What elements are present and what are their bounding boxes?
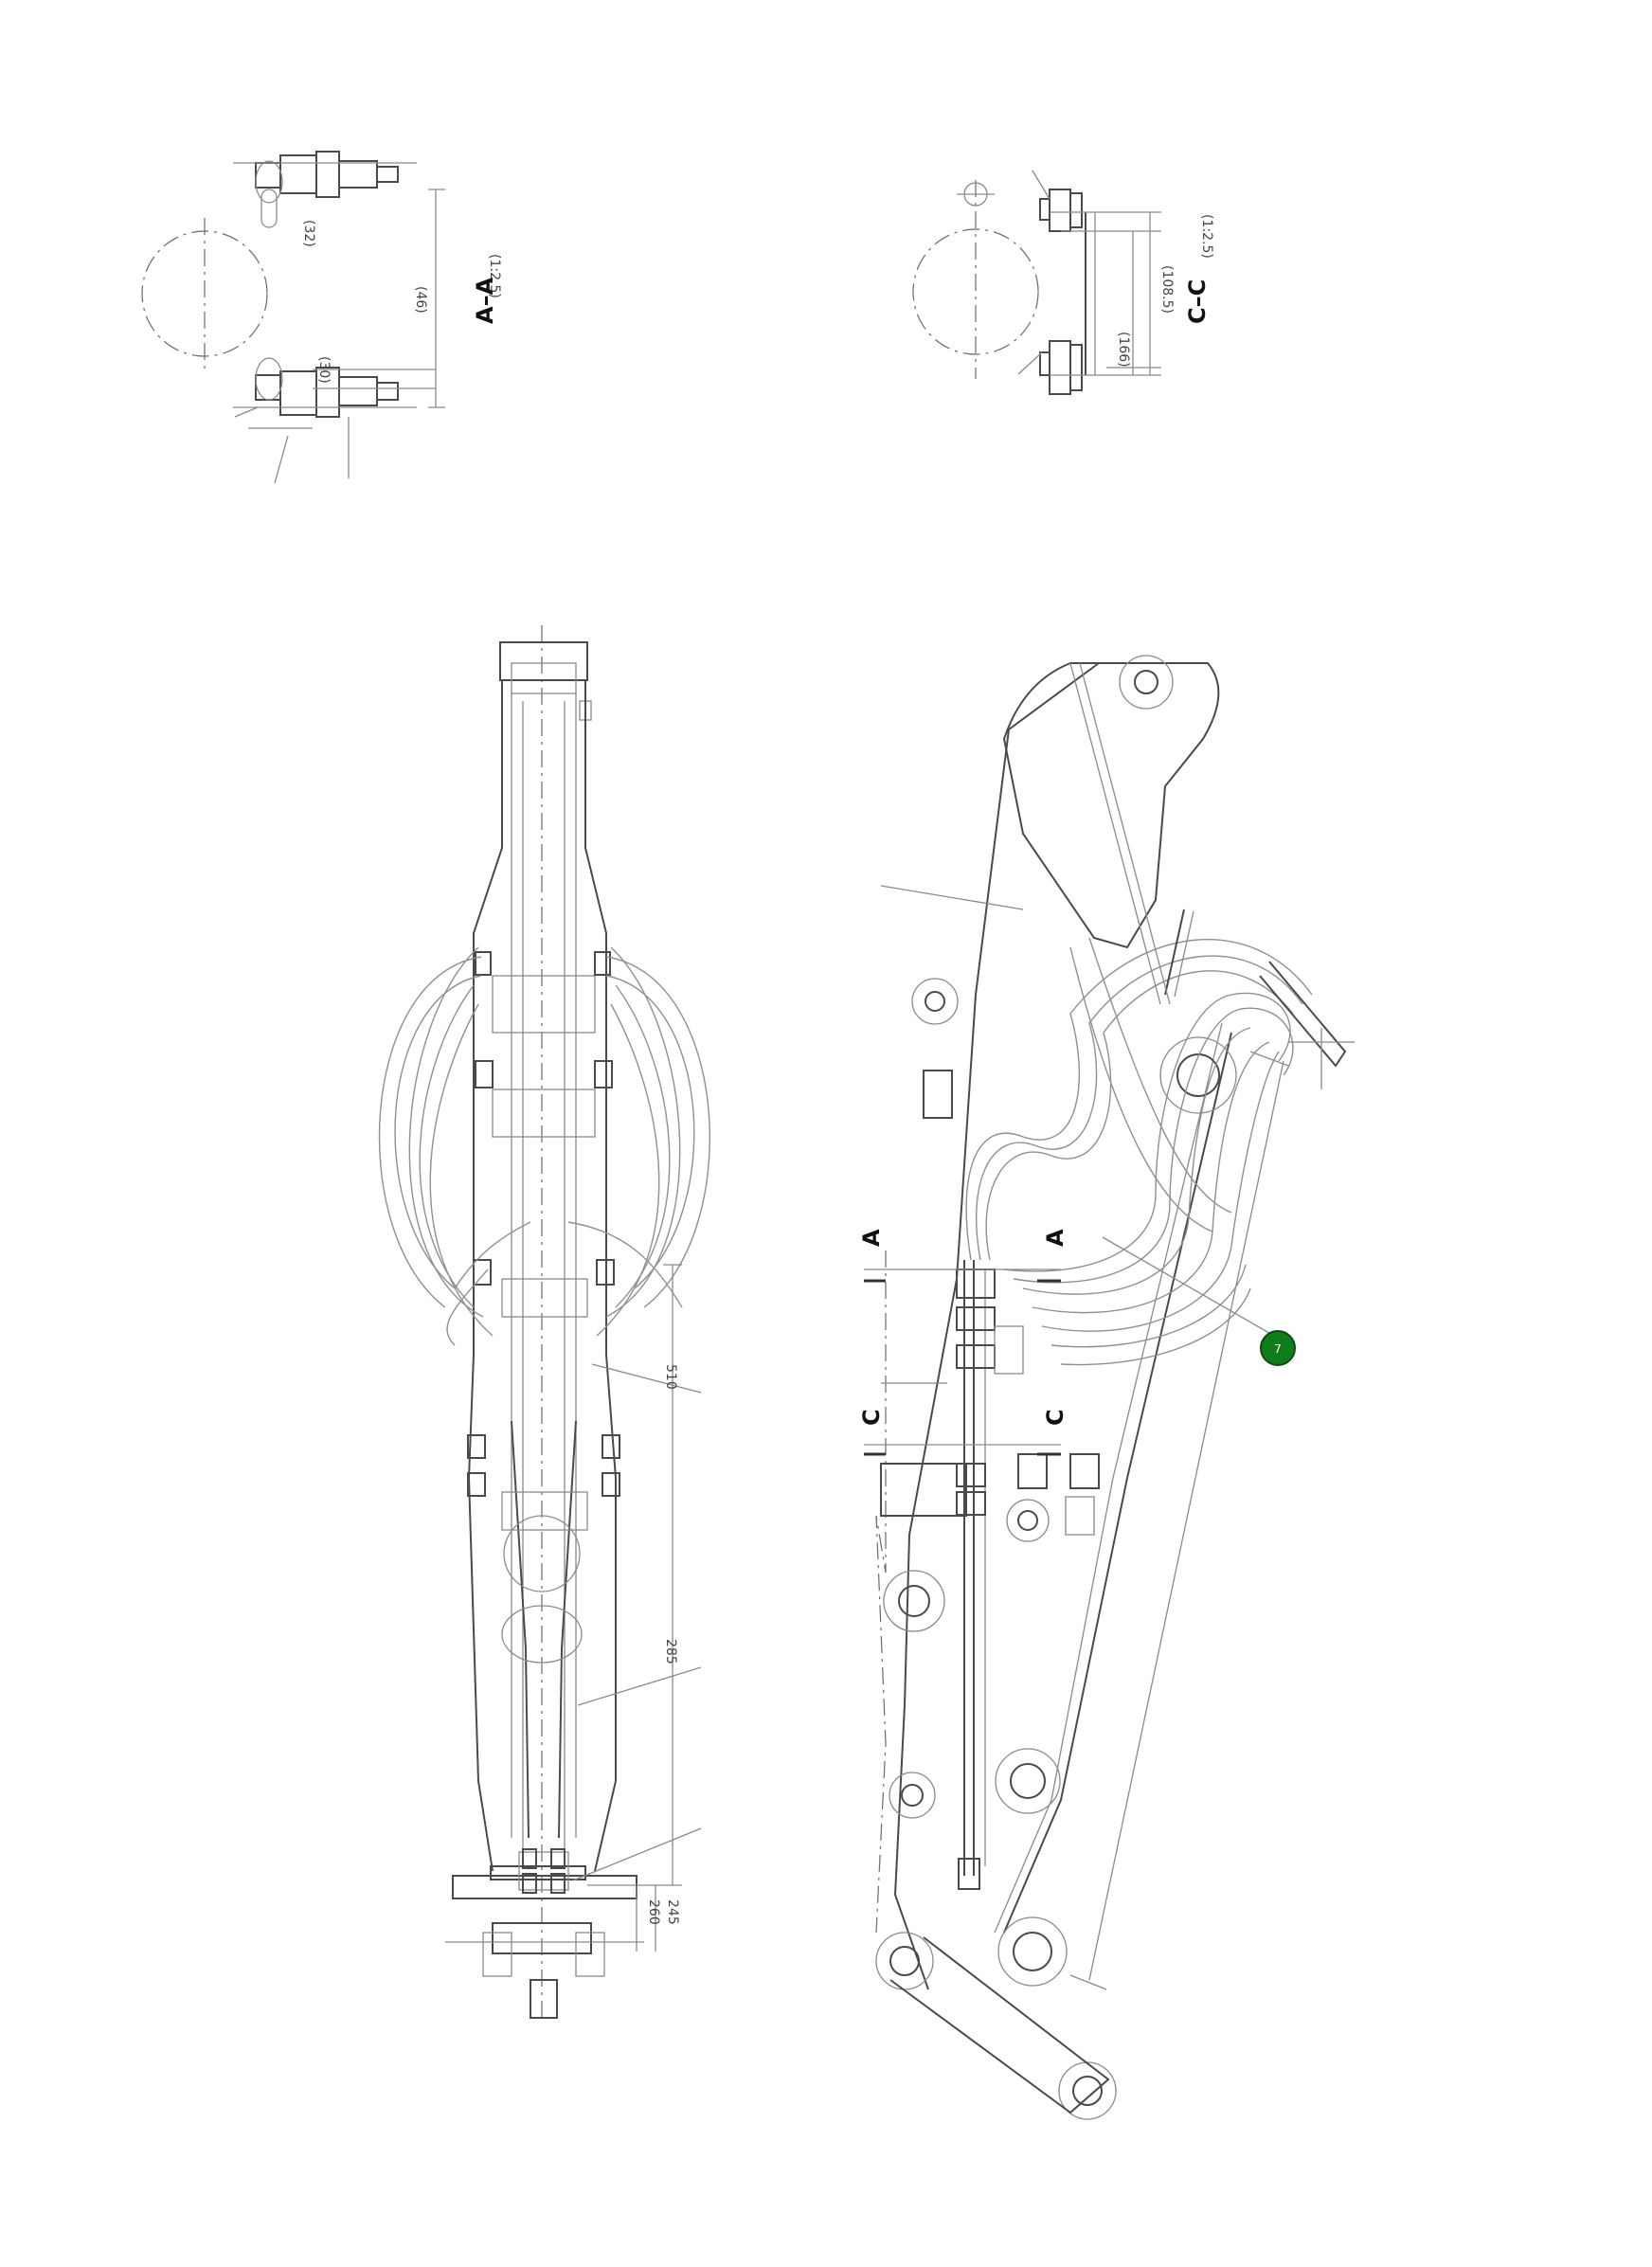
dim-cc-166: (166)	[1116, 332, 1131, 368]
dim-285: 285	[663, 1639, 678, 1664]
section-mark-a-right: A	[1042, 1229, 1068, 1247]
dim-cc-108-5: (108.5)	[1159, 265, 1175, 314]
dim-260: 260	[646, 1899, 661, 1925]
section-mark-c-right: C	[1042, 1409, 1068, 1426]
callout-7[interactable]: 7	[1260, 1330, 1296, 1366]
section-cc-title: C–C	[1184, 279, 1211, 324]
dim-aa-32: (32)	[301, 220, 316, 247]
dim-510: 510	[663, 1364, 678, 1390]
section-mark-c-left: C	[858, 1409, 885, 1426]
dim-aa-30: (30)	[316, 356, 332, 384]
section-aa-title: A–A	[472, 277, 498, 324]
dim-aa-46: (46)	[413, 286, 428, 314]
side-view: A A C C	[858, 655, 1355, 2120]
section-cc-scale: (1:2.5)	[1199, 214, 1214, 259]
section-aa-detail: (32) (30) (46) A–A (1:2.5)	[141, 151, 502, 484]
dim-245: 245	[665, 1899, 680, 1925]
callout-7-number: 7	[1274, 1342, 1282, 1356]
section-cc-detail: (108.5) (166) C–C (1:2.5)	[912, 170, 1214, 395]
callout-7-circle[interactable]	[1260, 1330, 1296, 1366]
section-aa-scale: (1:2.5)	[487, 254, 502, 298]
plan-view: 510 285 260 245	[378, 625, 710, 2023]
section-mark-a-left: A	[858, 1229, 885, 1247]
